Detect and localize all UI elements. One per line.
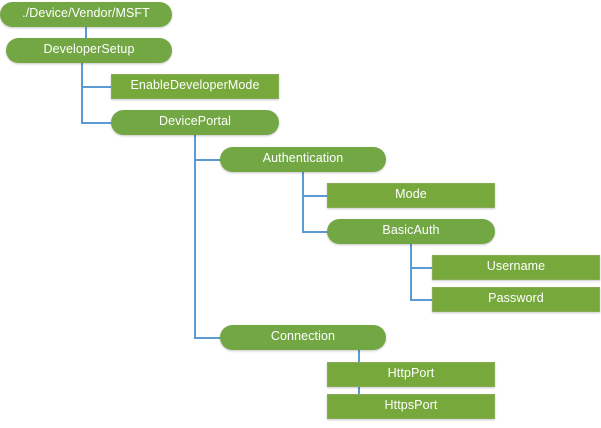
tree-node-enabledev[interactable]: EnableDeveloperMode [111,74,279,99]
tree-node-root[interactable]: ./Device/Vendor/MSFT [0,2,172,27]
tree-node-username[interactable]: Username [432,255,600,280]
tree-node-mode[interactable]: Mode [327,183,495,208]
connector-basicauth-trunk [410,244,412,300]
connector-devportal-to-auth [194,159,221,161]
tree-node-password[interactable]: Password [432,287,600,312]
tree-node-auth[interactable]: Authentication [220,147,386,172]
tree-node-devsetup[interactable]: DeveloperSetup [6,38,172,63]
connector-auth-to-basicauth [302,231,328,233]
connector-devportal-to-connection [194,337,221,339]
connector-basicauth-to-username [410,267,433,269]
connector-auth-trunk [302,172,304,232]
connector-devsetup-trunk [81,63,83,124]
connector-devportal-trunk [194,135,196,338]
connector-root-to-devsetup [85,24,87,39]
connector-devsetup-to-devportal [81,122,112,124]
connector-auth-to-mode [302,195,328,197]
tree-node-httpport[interactable]: HttpPort [327,362,495,387]
tree-node-basicauth[interactable]: BasicAuth [327,219,495,244]
connector-devsetup-to-enabledev [81,86,112,88]
tree-node-devportal[interactable]: DevicePortal [111,110,279,135]
tree-node-connection[interactable]: Connection [220,325,386,350]
tree-node-httpsport[interactable]: HttpsPort [327,394,495,419]
connector-basicauth-to-password [410,299,433,301]
